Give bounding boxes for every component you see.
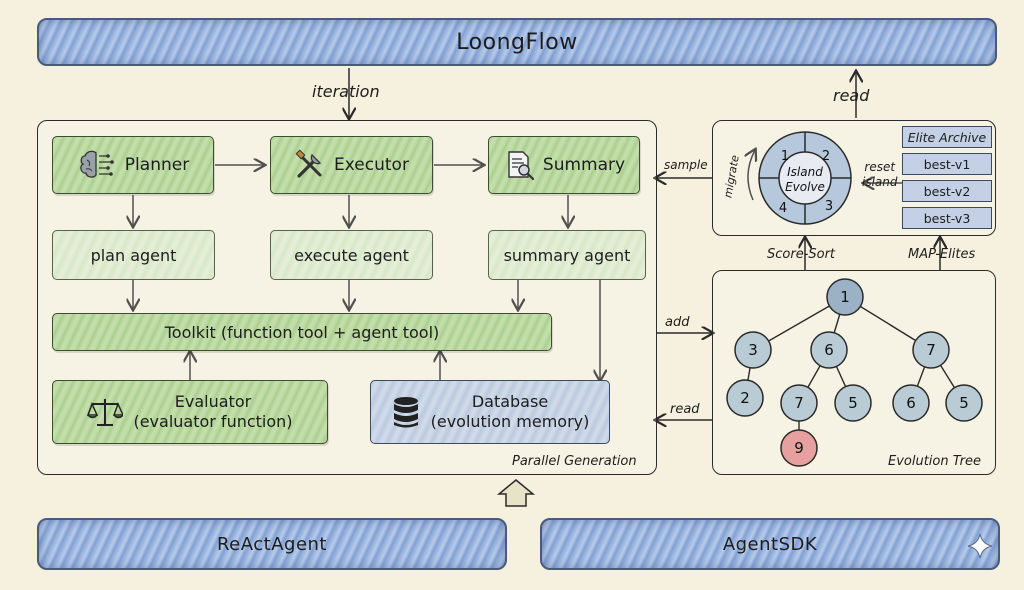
island-segment-1: 1 [781, 149, 789, 164]
island-center-line1: Island [787, 165, 823, 179]
planner-box: Planner [52, 136, 214, 194]
read-top-label: read [833, 86, 870, 105]
planner-label: Planner [124, 155, 190, 175]
database-title: Database [471, 392, 549, 411]
executor-box: Executor [270, 136, 433, 194]
tree-label-5b: 5 [959, 394, 969, 412]
evaluator-title: Evaluator [174, 392, 252, 411]
summary-agent-label: summary agent [503, 245, 631, 265]
plan-agent-label: plan agent [90, 245, 177, 265]
read-label: read [670, 402, 700, 417]
plan-agent-box: plan agent [52, 230, 215, 280]
tree-node-3 [734, 331, 772, 369]
archive-item-best-v2: best-v2 [902, 180, 992, 202]
execute-agent-box: execute agent [270, 230, 433, 280]
tree-label-9: 9 [794, 439, 804, 457]
tree-label-7a: 7 [926, 341, 936, 359]
tree-label-6b: 6 [906, 394, 916, 412]
banner-title: LoongFlow [456, 29, 578, 55]
migrate-arrow [748, 150, 755, 201]
reset-line2: island [862, 175, 898, 189]
evaluator-subtitle: (evaluator function) [133, 412, 293, 431]
database-subtitle: (evolution memory) [430, 412, 590, 431]
tree-label-2: 2 [740, 389, 750, 407]
up-hollow-arrow [496, 479, 536, 507]
tree-node-6 [810, 331, 848, 369]
tree-node-7a [912, 331, 950, 369]
tree-label-1: 1 [840, 288, 850, 306]
tree-node-6b [892, 384, 930, 422]
reset-island-label: reset island [862, 160, 898, 190]
sample-label: sample [664, 158, 708, 172]
execute-agent-label: execute agent [294, 245, 409, 265]
react-agent-label: ReActAgent [216, 533, 327, 555]
toolkit-label: Toolkit (function tool + agent tool) [164, 322, 440, 342]
evolution-tree-caption: Evolution Tree [888, 454, 982, 469]
reset-line1: reset [864, 160, 896, 174]
island-segment-2: 2 [822, 149, 830, 164]
tree-node-5b [945, 384, 983, 422]
tree-node-7b [780, 384, 818, 422]
react-agent-banner: ReActAgent [37, 518, 507, 570]
tools-icon [295, 149, 322, 178]
elite-archive-title: Elite Archive [902, 126, 992, 148]
sparkle-icon [967, 533, 993, 559]
database-box: Database (evolution memory) [370, 380, 610, 444]
summary-label: Summary [542, 155, 626, 175]
island-segment-4: 4 [779, 201, 787, 216]
tree-label-3: 3 [748, 341, 758, 359]
scale-icon [87, 399, 124, 426]
add-label: add [665, 315, 690, 330]
summary-box: Summary [488, 136, 640, 194]
score-sort-label: Score-Sort [767, 247, 836, 262]
map-elites-label: MAP-Elites [908, 247, 976, 262]
parallel-generation-caption: Parallel Generation [512, 454, 637, 469]
toolkit-box: Toolkit (function tool + agent tool) [52, 313, 552, 351]
iteration-label: iteration [312, 82, 380, 101]
loongflow-banner: LoongFlow [37, 18, 997, 66]
tree-node-1 [826, 278, 864, 316]
island-segment-3: 3 [825, 199, 833, 214]
summary-agent-box: summary agent [488, 230, 646, 280]
tree-node-5a [834, 384, 872, 422]
island-center-line2: Evolve [785, 180, 825, 194]
database-icon [393, 397, 418, 428]
tree-label-6: 6 [824, 341, 834, 359]
brain-icon [80, 150, 114, 178]
tree-node-2 [726, 379, 764, 417]
evaluator-box: Evaluator (evaluator function) [52, 380, 328, 444]
executor-label: Executor [334, 155, 409, 175]
tree-node-9 [780, 429, 818, 467]
tree-label-7b: 7 [794, 394, 804, 412]
archive-item-best-v1: best-v1 [902, 153, 992, 175]
agent-sdk-label: AgentSDK [722, 533, 818, 555]
tree-label-5a: 5 [848, 394, 858, 412]
agent-sdk-banner: AgentSDK [540, 518, 1000, 570]
archive-item-best-v3: best-v3 [902, 207, 992, 229]
document-search-icon [508, 151, 535, 181]
